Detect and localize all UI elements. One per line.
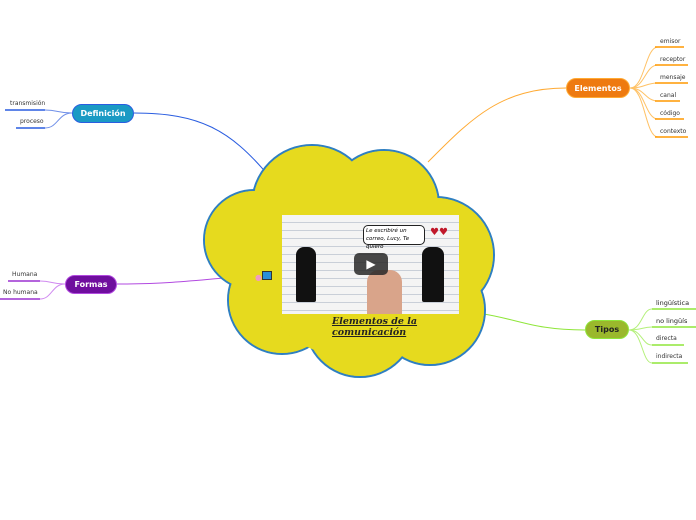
node-formas[interactable]: Formas xyxy=(65,275,117,294)
node-tipos[interactable]: Tipos xyxy=(585,320,629,339)
play-button[interactable]: ▶ xyxy=(354,253,388,275)
leaf-codigo[interactable]: código xyxy=(660,110,680,117)
leaf-transmision[interactable]: transmisión xyxy=(10,100,46,107)
connector-elementos xyxy=(427,87,567,163)
brain-icon: ● xyxy=(255,273,262,282)
video-thumbnail[interactable]: Le escribiré un correo, Lucy, Te quiero … xyxy=(282,215,459,314)
leaf-no-humana[interactable]: No humana xyxy=(3,289,38,296)
connector-definicion xyxy=(133,112,269,176)
speech-bubble: Le escribiré un correo, Lucy, Te quiero xyxy=(363,225,425,250)
leaf-emisor[interactable]: emisor xyxy=(660,38,681,45)
leaf-receptor[interactable]: receptor xyxy=(660,56,686,63)
woman-figure xyxy=(296,247,316,302)
leaf-humana[interactable]: Humana xyxy=(12,271,38,278)
leaf-mensaje[interactable]: mensaje xyxy=(660,74,686,81)
leaf-directa[interactable]: directa xyxy=(656,335,677,342)
man-figure xyxy=(422,247,444,302)
leaf-proceso[interactable]: proceso xyxy=(20,118,44,125)
node-elementos[interactable]: Elementos xyxy=(566,78,630,98)
leaf-indirecta[interactable]: indirecta xyxy=(656,353,683,360)
node-definicion[interactable]: Definición xyxy=(72,104,134,123)
leaf-no-linguistica[interactable]: no lingüís xyxy=(656,317,688,325)
leaf-linguistica[interactable]: lingüística xyxy=(656,299,690,307)
tv-icon xyxy=(261,271,272,280)
connector-formas xyxy=(116,276,236,285)
hand-image xyxy=(367,270,402,314)
leaf-contexto[interactable]: contexto xyxy=(660,128,687,135)
leaf-canal[interactable]: canal xyxy=(660,92,677,99)
connector-tipos xyxy=(483,313,586,331)
hearts-icon: ♥♥ xyxy=(430,227,448,238)
